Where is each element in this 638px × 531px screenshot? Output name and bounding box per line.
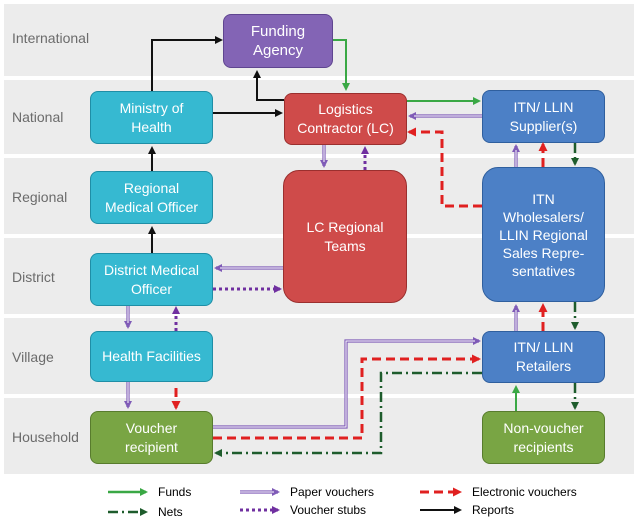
- node-itn-supplier: ITN/ LLIN Supplier(s): [482, 90, 605, 143]
- node-district-medical-officer: District Medical Officer: [90, 253, 213, 306]
- level-label-international: International: [12, 30, 90, 46]
- node-health-facilities: Health Facilities: [90, 331, 213, 382]
- node-itn-retailers: ITN/ LLIN Retailers: [482, 331, 605, 383]
- legend-paper-label: Paper vouchers: [290, 485, 375, 499]
- level-label-regional: Regional: [12, 189, 68, 205]
- level-label-district: District: [12, 269, 55, 285]
- paper-voucher-arrows: [124, 112, 520, 429]
- funds-arrows: [333, 39, 520, 411]
- legend-electronic-label: Electronic vouchers: [472, 485, 577, 499]
- node-logistics-contractor: Logistics Contractor (LC): [284, 93, 407, 145]
- voucher-stub-arrows: [172, 146, 369, 331]
- level-label-household: Household: [12, 429, 79, 445]
- level-label-village: Village: [12, 349, 54, 365]
- node-non-voucher-recipients: Non-voucher recipients: [482, 411, 605, 464]
- node-regional-medical-officer: Regional Medical Officer: [90, 171, 213, 224]
- legend: [108, 487, 462, 516]
- legend-nets-label: Nets: [158, 505, 183, 519]
- nets-arrows: [214, 143, 579, 457]
- reports-arrows: [148, 36, 284, 253]
- node-lc-regional-teams: LC Regional Teams: [283, 170, 407, 303]
- legend-funds-label: Funds: [158, 485, 192, 499]
- level-label-national: National: [12, 109, 64, 125]
- legend-reports-label: Reports: [472, 503, 515, 517]
- legend-stubs-label: Voucher stubs: [290, 503, 367, 517]
- node-itn-wholesalers: ITN Wholesalers/ LLIN Regional Sales Rep…: [482, 167, 605, 302]
- node-funding-agency: Funding Agency: [223, 14, 333, 68]
- node-ministry-of-health: Ministry of Health: [90, 91, 213, 144]
- node-voucher-recipient: Voucher recipient: [90, 411, 213, 464]
- electronic-voucher-arrows: [171, 127, 548, 440]
